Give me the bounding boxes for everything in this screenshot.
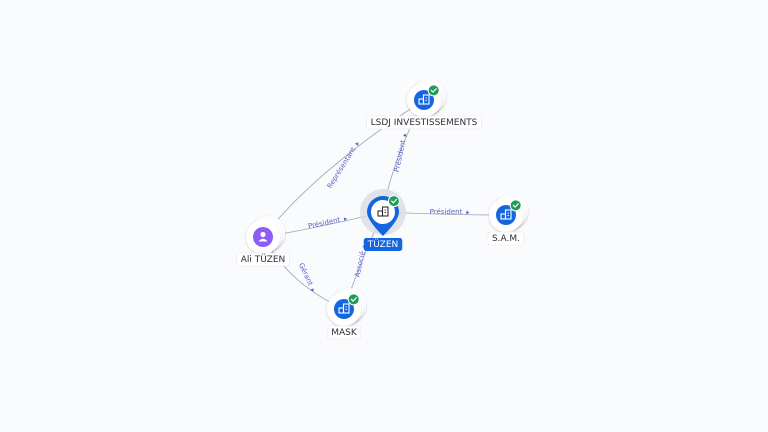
edge-label: Président [393, 139, 408, 173]
company-icon [377, 206, 389, 217]
node-lsdj-investissements[interactable]: LSDJ INVESTISSEMENTS [366, 79, 482, 130]
edge-label: Président [307, 216, 341, 231]
node-label: TÜZEN [363, 238, 403, 251]
node-mask[interactable]: MASK [326, 288, 366, 340]
verified-check-icon [347, 293, 360, 306]
node-label: LSDJ INVESTISSEMENTS [366, 115, 482, 130]
node-label-background [326, 325, 362, 340]
node-label: Ali TÜZEN [236, 252, 290, 267]
verified-check-icon [427, 84, 440, 97]
node-t-zen[interactable]: TÜZEN [360, 189, 406, 251]
company-icon [418, 94, 430, 105]
node-label-text: Ali TÜZEN [241, 254, 286, 265]
node-label-background [236, 252, 290, 267]
arrow-icon [343, 217, 348, 222]
node-label: S.A.M. [487, 231, 525, 246]
node-label-background [366, 115, 482, 130]
company-icon [500, 209, 512, 220]
node-label-background [363, 238, 403, 251]
verified-check-icon [387, 195, 400, 208]
edge-label: Président [430, 208, 463, 216]
node-label-text: LSDJ INVESTISSEMENTS [371, 118, 478, 128]
node-label-background [487, 231, 525, 246]
node-label-text: MASK [331, 328, 358, 338]
person-icon [258, 231, 268, 242]
edge-label: Gérant [297, 262, 315, 287]
arrow-icon [354, 142, 359, 146]
verified-check-icon [509, 199, 522, 212]
company-icon [338, 303, 350, 314]
node-label: MASK [326, 325, 362, 340]
arrow-icon [402, 133, 407, 137]
node-label-text: TÜZEN [367, 239, 399, 250]
arrow-icon [310, 288, 314, 292]
node-label-text: S.A.M. [492, 234, 520, 244]
node-s-a-m[interactable]: S.A.M. [487, 194, 528, 246]
edge-label: Représentant [326, 146, 358, 190]
node-ali-t-zen[interactable]: Ali TÜZEN [236, 216, 290, 267]
edge-label: Associé [353, 250, 366, 278]
arrow-icon [466, 210, 470, 215]
